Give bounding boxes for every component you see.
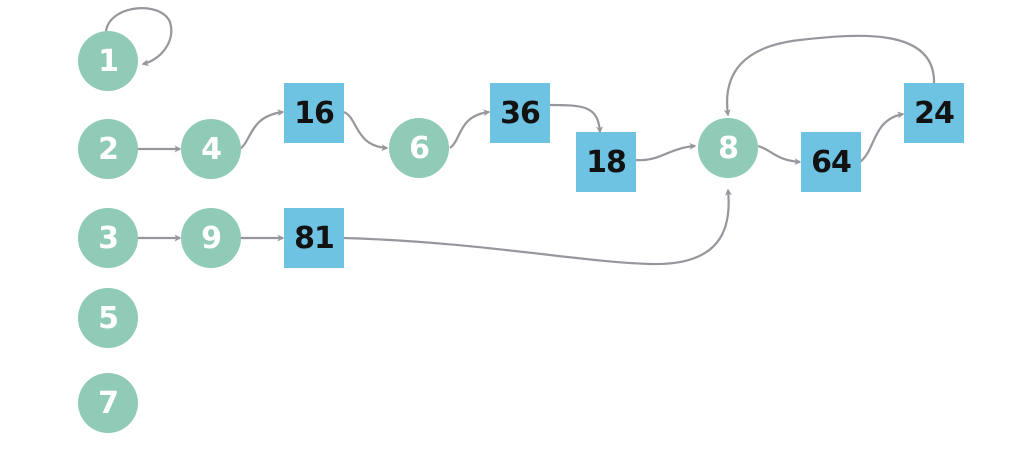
edge-24-to-8 <box>723 34 936 117</box>
node-81: 81 <box>284 208 344 268</box>
node-2: 2 <box>78 119 138 179</box>
edge-18-to-8 <box>635 142 697 162</box>
edge-6-to-36 <box>449 109 491 149</box>
node-36: 36 <box>490 83 550 143</box>
edge-81-to-8 <box>343 188 733 266</box>
node-24: 24 <box>904 83 964 143</box>
edge-1-to-1 <box>104 7 173 67</box>
node-7: 7 <box>78 373 138 433</box>
node-4: 4 <box>181 119 241 179</box>
edge-16-to-6 <box>343 110 389 152</box>
node-9: 9 <box>181 208 241 268</box>
node-8: 8 <box>698 118 758 178</box>
edge-36-to-18 <box>549 103 604 134</box>
node-3: 3 <box>78 208 138 268</box>
node-64: 64 <box>801 132 861 192</box>
node-18: 18 <box>576 132 636 192</box>
edge-4-to-16 <box>239 109 285 150</box>
node-16: 16 <box>284 83 344 143</box>
edge-64-to-24 <box>859 111 905 163</box>
node-1: 1 <box>78 31 138 91</box>
node-5: 5 <box>78 288 138 348</box>
edge-8-to-64 <box>757 144 802 166</box>
node-6: 6 <box>389 118 449 178</box>
